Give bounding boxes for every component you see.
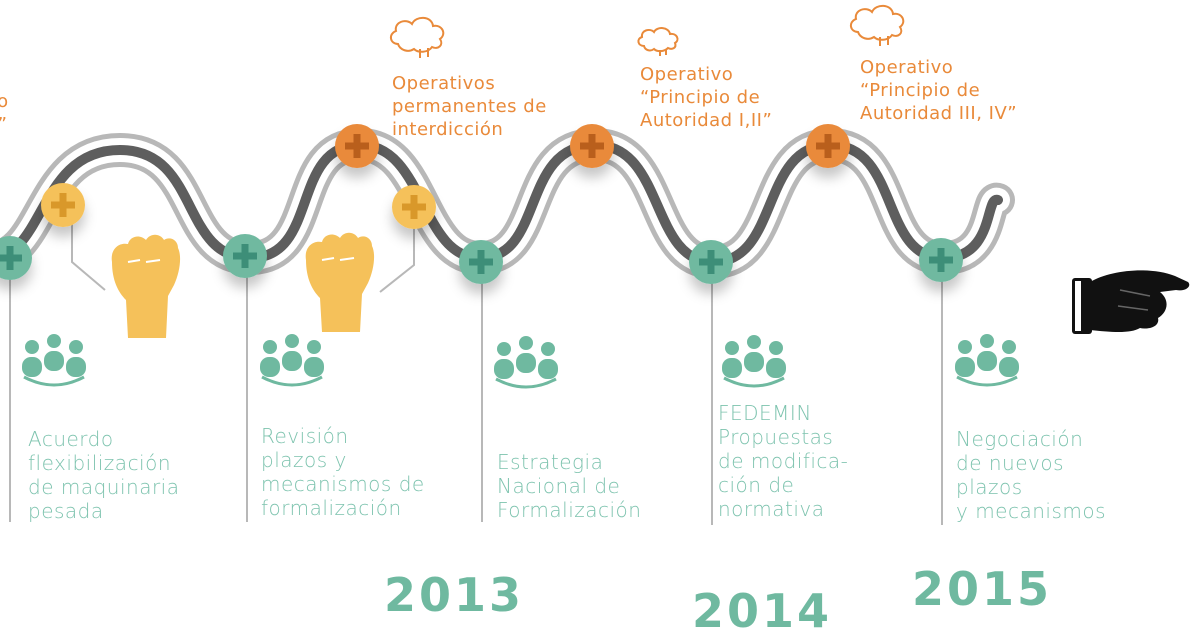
plus-icon[interactable] (392, 185, 436, 229)
cloud-icon (390, 16, 445, 58)
label-line: “Principio de (860, 80, 981, 101)
label-line: plazos y (261, 448, 347, 472)
year-label: 2013 (384, 568, 525, 622)
label-line: Propuestas (718, 425, 834, 449)
plus-icon[interactable] (570, 124, 614, 168)
label-line: “Principio de (640, 87, 761, 108)
milestone-label: Acuerdo flexibilización de maquinaria pe… (28, 427, 180, 523)
label-line: vo (0, 91, 9, 112)
cloud-icon (637, 27, 679, 56)
year-label: 2015 (912, 562, 1053, 616)
people-group-icon (494, 336, 558, 389)
people-group-icon (260, 334, 324, 387)
milestone-label: Estrategia Nacional de Formalización (497, 450, 641, 522)
label-line: ción de (718, 473, 795, 497)
label-line: plazos (956, 475, 1023, 499)
plus-icon[interactable] (919, 238, 963, 282)
label-line: flexibilización (28, 451, 172, 475)
operation-label: vo II” (0, 90, 9, 136)
people-group-icon (955, 334, 1019, 387)
label-line: formalización (261, 496, 402, 520)
people-group-icon (722, 335, 786, 388)
milestone-label: FEDEMIN Propuestas de modifica- ción de … (718, 401, 848, 521)
label-line: pesada (28, 499, 104, 523)
pointing-hand-icon (1072, 270, 1190, 334)
cloud-icon (850, 4, 905, 46)
raised-fist-icon (305, 232, 375, 332)
label-line: de maquinaria (28, 475, 180, 499)
operation-label: Operativos permanentes de interdicción (392, 72, 547, 141)
operation-label: Operativo “Principio de Autoridad I,II” (640, 63, 772, 132)
plus-icon[interactable] (41, 183, 85, 227)
plus-icon[interactable] (223, 234, 267, 278)
label-line: interdicción (392, 119, 504, 140)
label-line: Formalización (497, 498, 642, 522)
label-line: Revisión (261, 424, 349, 448)
label-line: Estrategia (497, 450, 604, 474)
plus-icon[interactable] (0, 236, 32, 280)
label-line: mecanismos de (261, 472, 425, 496)
label-line: Acuerdo (28, 427, 114, 451)
label-line: Nacional de (497, 474, 621, 498)
raised-fist-icon (111, 234, 181, 338)
plus-icon[interactable] (806, 124, 850, 168)
label-line: Autoridad I,II” (640, 110, 773, 131)
milestone-label: Negociación de nuevos plazos y mecanismo… (956, 427, 1106, 523)
milestone-label: Revisión plazos y mecanismos de formaliz… (261, 424, 425, 520)
label-line: normativa (718, 497, 825, 521)
people-group-icon (22, 334, 86, 387)
label-line: y mecanismos (956, 499, 1107, 523)
label-line: Operativo (640, 64, 734, 85)
plus-icon[interactable] (459, 240, 503, 284)
label-line: de nuevos (956, 451, 1065, 475)
label-line: de modifica- (718, 449, 849, 473)
label-line: Operativos (392, 73, 496, 94)
plus-icon[interactable] (335, 124, 379, 168)
plus-icon[interactable] (689, 240, 733, 284)
label-line: Autoridad III, IV” (860, 103, 1018, 124)
year-label: 2014 (692, 584, 833, 638)
label-line: Negociación (956, 427, 1084, 451)
operation-label: Operativo “Principio de Autoridad III, I… (860, 56, 1017, 125)
label-line: FEDEMIN (718, 401, 812, 425)
label-line: II” (0, 113, 9, 136)
label-line: permanentes de (392, 96, 547, 117)
label-line: Operativo (860, 57, 954, 78)
